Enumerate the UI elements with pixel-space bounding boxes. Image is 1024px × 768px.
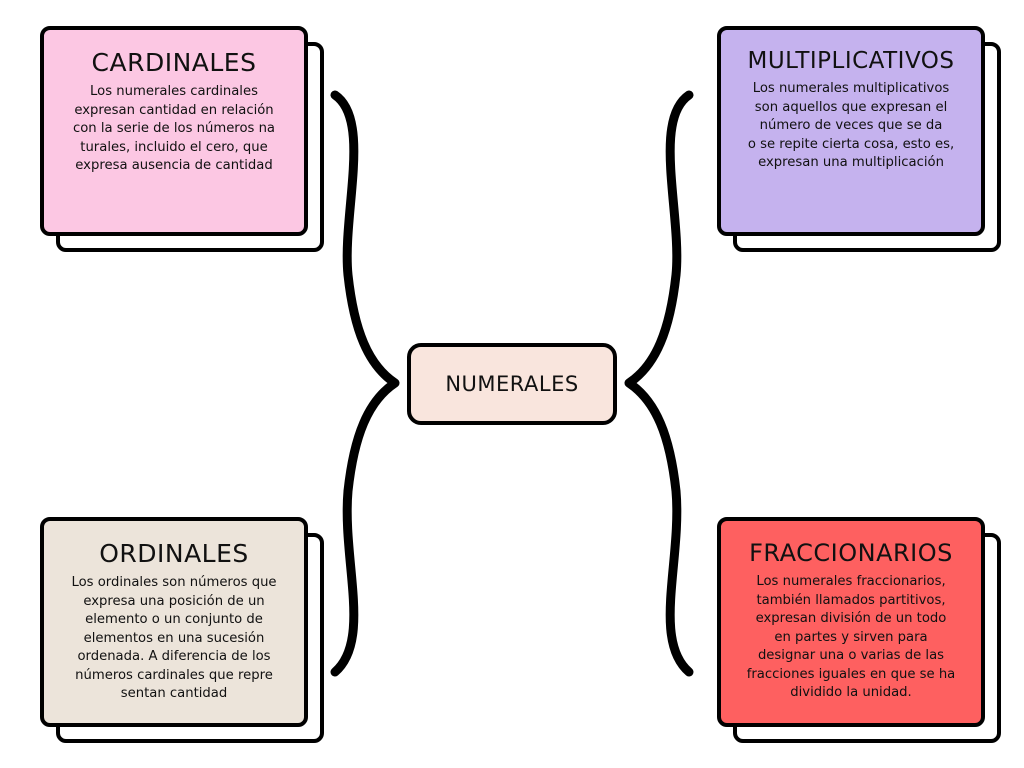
left-brace [330,90,400,677]
node-cardinales-card: CARDINALES Los numerales cardinales expr… [40,26,308,236]
node-multiplicativos-title: MULTIPLICATIVOS [747,48,955,74]
right-brace [624,90,694,677]
center-node: NUMERALES [407,343,617,425]
node-cardinales-title: CARDINALES [91,48,257,77]
node-ordinales-text: Los ordinales son números que expresa un… [71,575,277,701]
center-label: NUMERALES [445,372,579,396]
node-cardinales-text: Los numerales cardinales expresan cantid… [72,84,276,173]
node-ordinales-card: ORDINALES Los ordinales son números que … [40,517,308,727]
node-multiplicativos-text: Los numerales multiplicativos son aquell… [747,81,955,170]
node-fraccionarios-card: FRACCIONARIOS Los numerales fraccionario… [717,517,985,727]
node-fraccionarios-text: Los numerales fraccionarios, también lla… [746,574,956,700]
node-multiplicativos-card: MULTIPLICATIVOS Los numerales multiplica… [717,26,985,236]
node-ordinales-title: ORDINALES [99,539,249,568]
node-fraccionarios-title: FRACCIONARIOS [749,539,953,567]
